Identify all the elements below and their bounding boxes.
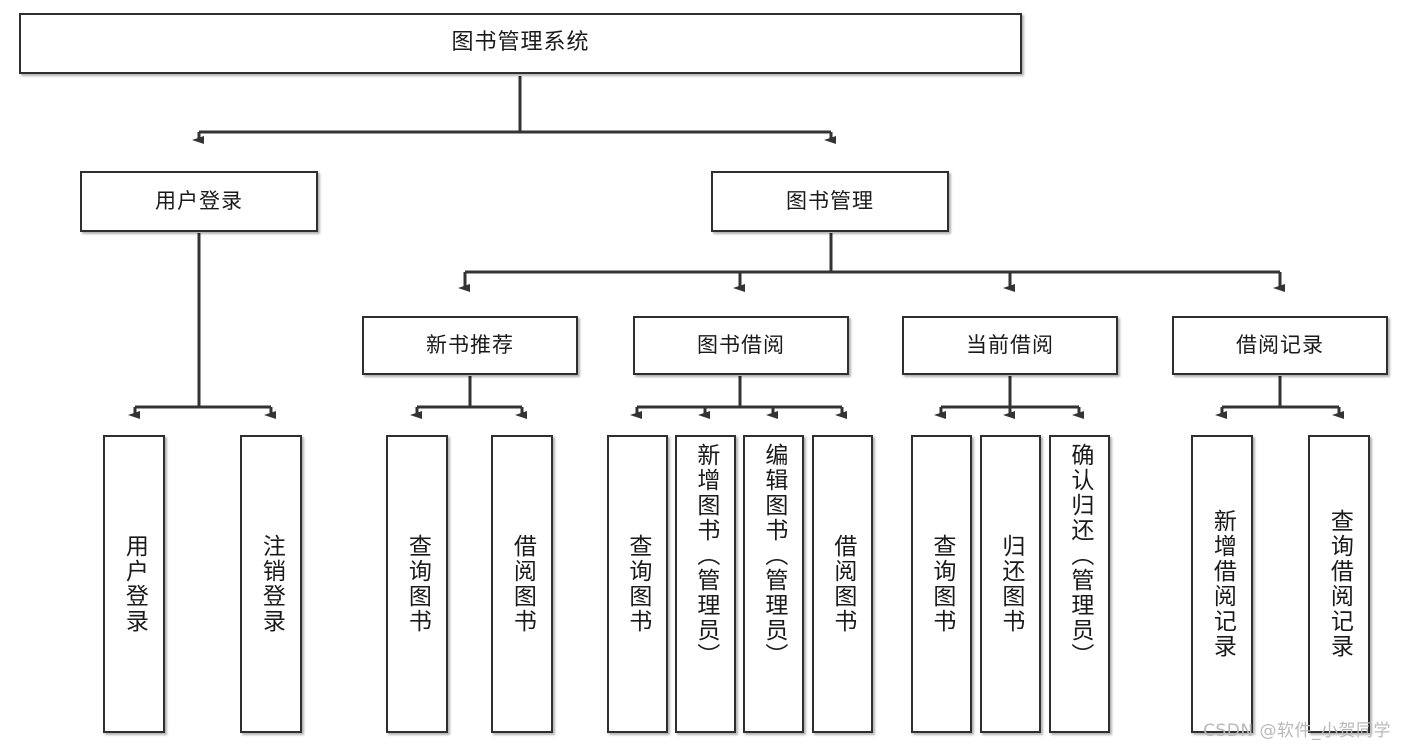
node-label: 借阅图书 bbox=[509, 534, 536, 634]
leaf-text-wrap: 查询图书 bbox=[913, 437, 970, 731]
leaf-text-wrap: 查询图书 bbox=[388, 437, 446, 731]
leaf-text-wrap: 查询借阅记录 bbox=[1310, 437, 1368, 731]
leaf-text-wrap: 用户登录 bbox=[105, 437, 163, 731]
node-label: 图书借阅 bbox=[697, 332, 785, 357]
leaf-text-wrap: 借阅图书 bbox=[493, 437, 551, 731]
node-label: 借阅图书 bbox=[829, 534, 856, 634]
node-leaf-edit-book-admin[interactable]: 编辑图书（管理员） bbox=[743, 435, 804, 733]
node-current-borrow[interactable]: 当前借阅 bbox=[902, 316, 1118, 375]
node-leaf-return-book[interactable]: 归还图书 bbox=[980, 435, 1041, 733]
node-new-book-recommend[interactable]: 新书推荐 bbox=[362, 316, 578, 375]
node-label: 图书管理系统 bbox=[451, 30, 590, 56]
leaf-text-wrap: 查询图书 bbox=[609, 437, 666, 731]
node-leaf-query-book-current[interactable]: 查询图书 bbox=[911, 435, 972, 733]
leaf-text-wrap: 借阅图书 bbox=[814, 437, 871, 731]
node-label: 新增图书（管理员） bbox=[692, 443, 719, 668]
node-label: 新书推荐 bbox=[426, 332, 514, 357]
node-leaf-borrow-book-newbook[interactable]: 借阅图书 bbox=[491, 435, 553, 733]
node-leaf-query-borrow-record[interactable]: 查询借阅记录 bbox=[1308, 435, 1370, 733]
node-label: 查询图书 bbox=[928, 534, 955, 634]
node-leaf-logout[interactable]: 注销登录 bbox=[240, 435, 302, 733]
node-label: 借阅记录 bbox=[1236, 332, 1324, 357]
node-label: 编辑图书（管理员） bbox=[760, 443, 787, 668]
leaf-text-wrap: 确认归还（管理员） bbox=[1051, 437, 1108, 731]
leaf-text-wrap: 新增借阅记录 bbox=[1193, 437, 1251, 731]
leaf-text-wrap: 编辑图书（管理员） bbox=[745, 437, 802, 731]
node-label: 用户登录 bbox=[155, 188, 243, 213]
node-label: 查询图书 bbox=[624, 534, 651, 634]
node-root-book-management-system[interactable]: 图书管理系统 bbox=[19, 13, 1022, 74]
node-label: 查询借阅记录 bbox=[1326, 509, 1353, 659]
node-leaf-query-book-newbook[interactable]: 查询图书 bbox=[386, 435, 448, 733]
node-label: 注销登录 bbox=[258, 534, 285, 634]
node-label: 查询图书 bbox=[404, 534, 431, 634]
node-book-borrow[interactable]: 图书借阅 bbox=[633, 316, 849, 375]
node-label: 归还图书 bbox=[997, 534, 1024, 634]
node-leaf-user-login[interactable]: 用户登录 bbox=[103, 435, 165, 733]
node-borrow-record[interactable]: 借阅记录 bbox=[1172, 316, 1388, 375]
leaf-text-wrap: 注销登录 bbox=[242, 437, 300, 731]
leaf-text-wrap: 归还图书 bbox=[982, 437, 1039, 731]
node-user-login[interactable]: 用户登录 bbox=[80, 171, 318, 232]
node-book-management[interactable]: 图书管理 bbox=[711, 171, 949, 232]
node-label: 当前借阅 bbox=[966, 332, 1054, 357]
node-leaf-query-book-borrow[interactable]: 查询图书 bbox=[607, 435, 668, 733]
watermark-text: CSDN @软件_小贺同学 bbox=[1203, 721, 1391, 741]
node-label: 用户登录 bbox=[121, 534, 148, 634]
node-leaf-add-book-admin[interactable]: 新增图书（管理员） bbox=[675, 435, 736, 733]
node-label: 确认归还（管理员） bbox=[1066, 443, 1093, 668]
node-leaf-add-borrow-record[interactable]: 新增借阅记录 bbox=[1191, 435, 1253, 733]
node-leaf-borrow-book-borrow[interactable]: 借阅图书 bbox=[812, 435, 873, 733]
node-label: 新增借阅记录 bbox=[1209, 509, 1236, 659]
leaf-text-wrap: 新增图书（管理员） bbox=[677, 437, 734, 731]
node-label: 图书管理 bbox=[786, 188, 874, 213]
node-leaf-confirm-return-admin[interactable]: 确认归还（管理员） bbox=[1049, 435, 1110, 733]
